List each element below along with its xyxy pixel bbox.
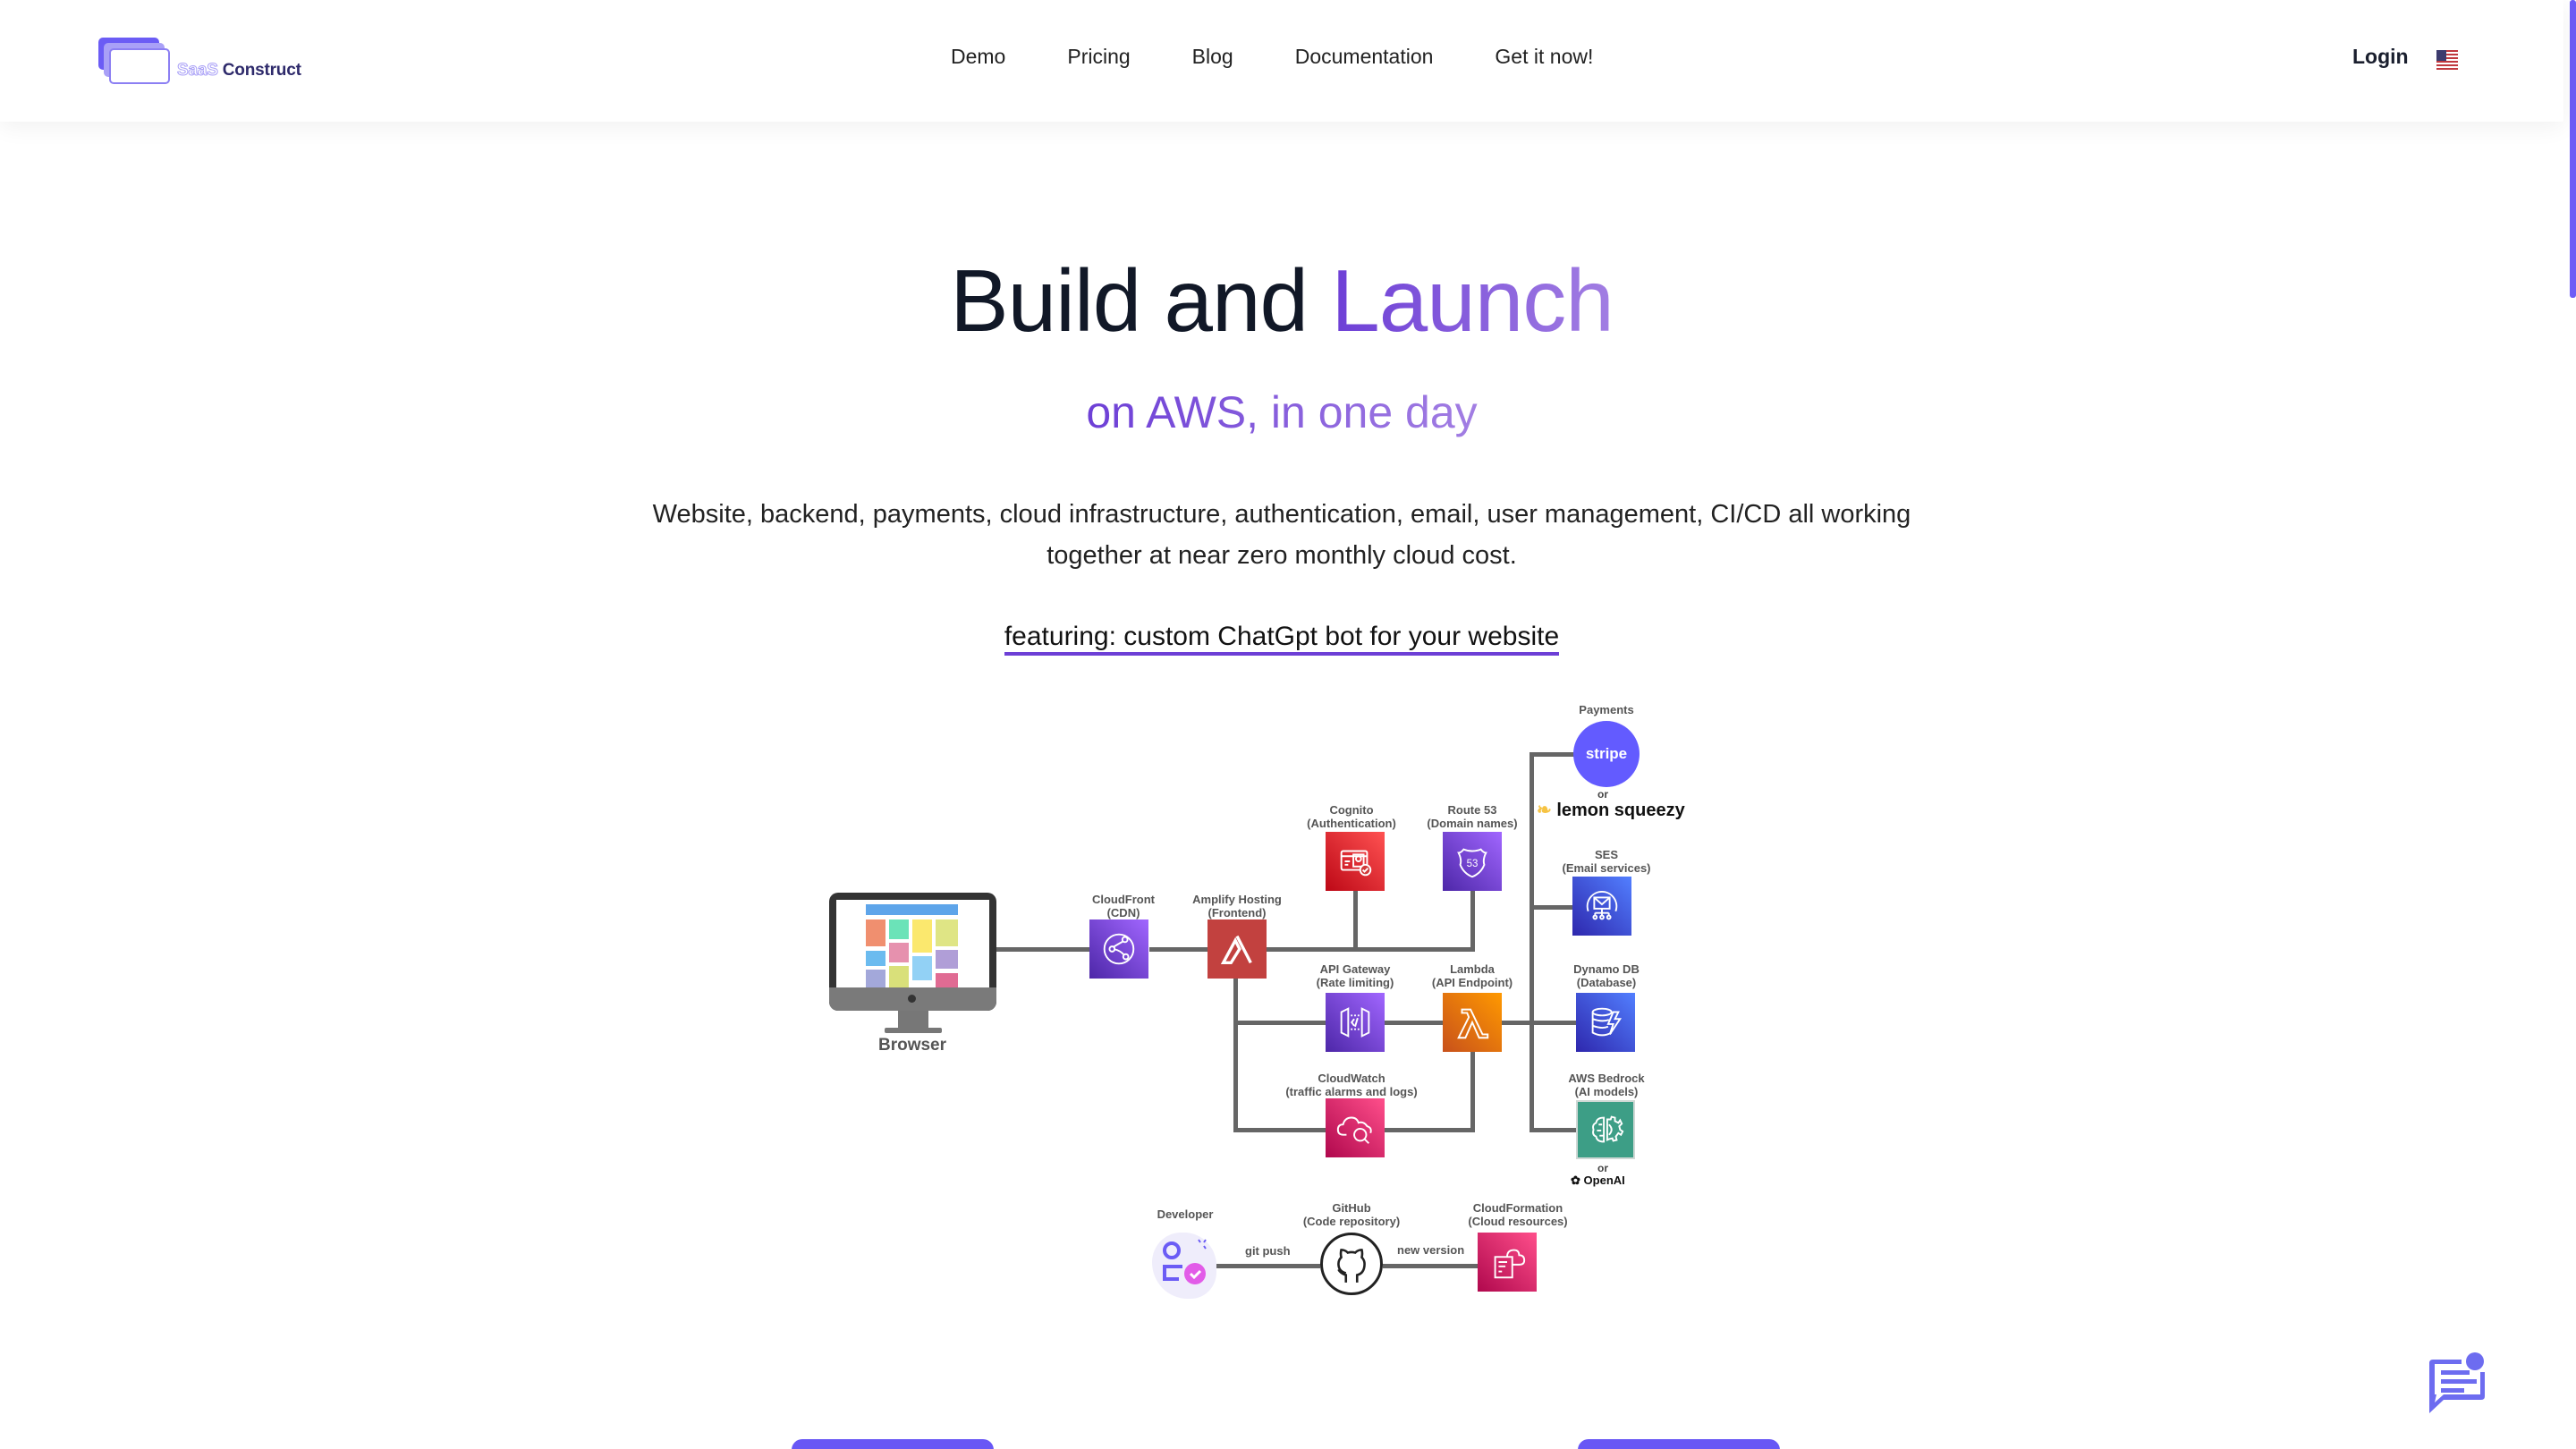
bedrock-label: AWS Bedrock(AI models): [1568, 1072, 1645, 1098]
us-flag-icon[interactable]: [2436, 50, 2458, 72]
chat-widget-button[interactable]: [2426, 1351, 2488, 1413]
bedrock-icon: [1576, 1100, 1635, 1159]
feature-link-wrap: featuring: custom ChatGpt bot for your w…: [0, 622, 2563, 656]
connector-line: [1383, 1264, 1478, 1268]
openai-icon: ✿: [1571, 1174, 1580, 1187]
feature-chatgpt-link[interactable]: featuring: custom ChatGpt bot for your w…: [1004, 622, 1560, 656]
stripe-logo: stripe: [1573, 721, 1640, 787]
cloudwatch-icon: [1326, 1098, 1385, 1157]
nav-blog[interactable]: Blog: [1191, 45, 1233, 68]
hero-title-accent: Launch: [1331, 251, 1614, 350]
nav-get-it-now[interactable]: Get it now!: [1495, 45, 1594, 68]
hero-title: Build and Launch: [0, 250, 2563, 352]
github-icon: [1320, 1233, 1383, 1295]
new-version-label: new version: [1397, 1243, 1465, 1257]
nav-demo[interactable]: Demo: [951, 45, 1006, 68]
amplify-label: Amplify Hosting(Frontend): [1192, 893, 1282, 919]
cta-button-right[interactable]: [1578, 1439, 1780, 1449]
cta-button-left[interactable]: [792, 1439, 994, 1449]
nav-pricing[interactable]: Pricing: [1067, 45, 1131, 68]
dynamodb-icon: [1576, 993, 1635, 1052]
cognito-label: Cognito(Authentication): [1307, 803, 1396, 830]
ses-label: SES(Email services): [1562, 848, 1651, 875]
route53-label: Route 53(Domain names): [1427, 803, 1518, 830]
cloudfront-icon: [1089, 919, 1148, 979]
hero-title-plain: Build and: [950, 251, 1309, 350]
connector-line: [1530, 752, 1574, 757]
connector-line: [1385, 1128, 1475, 1132]
hero-subtitle: on AWS, in one day: [0, 386, 2563, 438]
connector-line: [1502, 1021, 1576, 1025]
ses-icon: [1572, 877, 1631, 936]
cloudformation-label: CloudFormation(Cloud resources): [1468, 1201, 1568, 1228]
connector-bus: [1530, 752, 1534, 1131]
cloudwatch-label: CloudWatch(traffic alarms and logs): [1285, 1072, 1418, 1098]
connector-line: [1470, 891, 1475, 950]
cognito-icon: [1326, 832, 1385, 891]
hero-subtitle-text: on AWS, in one day: [1086, 387, 1478, 437]
hero-description: Website, backend, payments, cloud infras…: [652, 500, 1911, 570]
lambda-label: Lambda(API Endpoint): [1431, 962, 1513, 989]
connector-line: [1530, 905, 1572, 910]
lemon-leaf-icon: ❧: [1537, 801, 1552, 820]
connector-line: [996, 947, 1089, 952]
api-gateway-icon: [1326, 993, 1385, 1052]
lambda-icon: [1443, 993, 1502, 1052]
monitor-stand: [898, 1011, 928, 1029]
monitor-stand-base: [885, 1028, 942, 1033]
route53-icon: 53: [1443, 832, 1502, 891]
svg-text:53: 53: [1467, 859, 1479, 869]
connector-line: [1530, 1128, 1576, 1132]
nav-documentation[interactable]: Documentation: [1294, 45, 1434, 68]
connector-line: [1267, 947, 1475, 952]
cloudfront-label: CloudFront(CDN): [1091, 893, 1156, 919]
api-gateway-label: API Gateway(Rate limiting): [1316, 962, 1394, 989]
developer-label: Developer: [1157, 1208, 1214, 1221]
payments-or-label: or: [1597, 788, 1608, 801]
dynamodb-label: Dynamo DB(Database): [1573, 962, 1640, 989]
connector-line: [1233, 979, 1238, 1132]
chat-bubble-icon: [2429, 1352, 2485, 1413]
connector-line: [1233, 1128, 1326, 1132]
logo-text: SaaS Construct: [177, 61, 301, 80]
connector-line: [1216, 1264, 1320, 1268]
bedrock-or-label: or: [1597, 1162, 1608, 1174]
connector-line: [1149, 947, 1208, 952]
cloudformation-icon: [1478, 1233, 1537, 1292]
connector-line: [1353, 891, 1358, 950]
connector-line: [1385, 1021, 1443, 1025]
developer-icon: [1152, 1233, 1216, 1299]
payments-label: Payments: [1579, 703, 1634, 716]
main-nav: Demo Pricing Blog Documentation Get it n…: [951, 45, 1655, 69]
login-link[interactable]: Login: [2352, 45, 2409, 68]
logo-text-saas: SaaS: [177, 61, 219, 80]
site-header: SaaS Construct Demo Pricing Blog Documen…: [0, 0, 2563, 122]
git-push-label: git push: [1245, 1244, 1291, 1258]
logo-text-construct: Construct: [222, 61, 301, 80]
browser-label: Browser: [877, 1036, 947, 1055]
github-label: GitHub(Code repository): [1302, 1201, 1401, 1228]
connector-line: [1470, 1052, 1475, 1132]
lemon-squeezy-logo: ❧ lemon squeezy: [1537, 801, 1685, 820]
connector-line: [1233, 1021, 1326, 1025]
openai-logo: ✿ OpenAI: [1571, 1174, 1625, 1187]
browser-monitor-icon: [829, 893, 996, 1011]
logo[interactable]: SaaS Construct: [98, 38, 301, 88]
logo-icon: [98, 38, 175, 88]
amplify-icon: [1208, 919, 1267, 979]
page-scrollbar[interactable]: [2570, 0, 2576, 298]
